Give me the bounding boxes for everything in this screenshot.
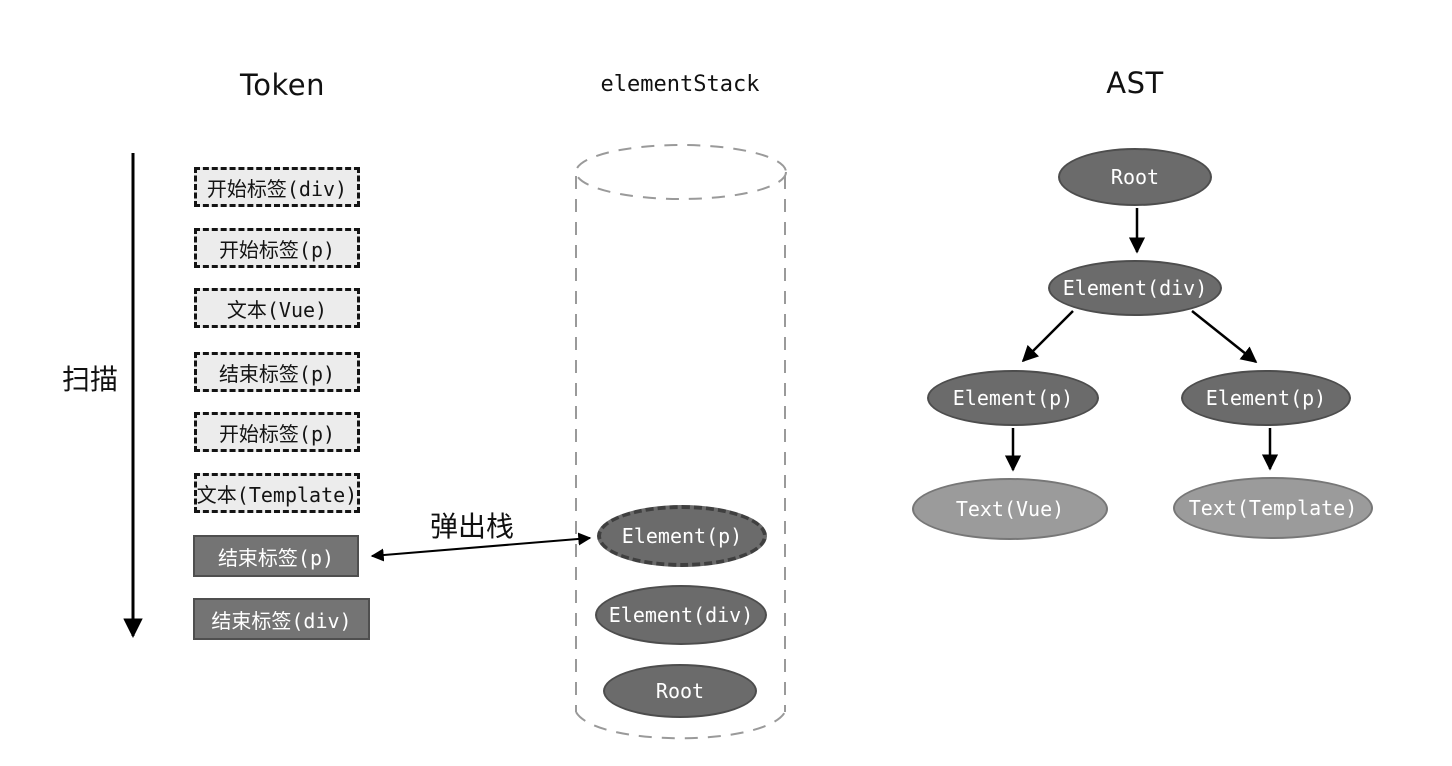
element-stack-cylinder <box>575 144 787 740</box>
pop-stack-arrow <box>370 532 592 562</box>
token-end-tag-p-2: 结束标签(p) <box>193 535 359 577</box>
ast-node-text-template: Text(Template) <box>1173 477 1373 539</box>
stack-node-element-div: Element(div) <box>595 585 767 645</box>
stack-node-element-p: Element(p) <box>597 505 767 567</box>
pop-stack-label: 弹出栈 <box>429 510 514 543</box>
stack-node-root: Root <box>603 664 757 718</box>
ast-column-title: AST <box>1106 66 1164 100</box>
ast-node-root: Root <box>1058 148 1212 206</box>
ast-node-element-div: Element(div) <box>1048 260 1222 316</box>
token-end-tag-div: 结束标签(div) <box>193 598 370 640</box>
edge-div-to-right-p <box>1191 310 1258 364</box>
edge-div-to-left-p <box>1021 310 1074 363</box>
token-start-tag-div: 开始标签(div) <box>194 167 360 207</box>
ast-node-text-vue: Text(Vue) <box>912 478 1108 540</box>
token-text-template: 文本(Template) <box>194 473 360 513</box>
token-start-tag-p-1: 开始标签(p) <box>194 228 360 268</box>
ast-node-element-p-left: Element(p) <box>927 370 1099 426</box>
ast-node-element-p-right: Element(p) <box>1181 370 1351 426</box>
token-start-tag-p-2: 开始标签(p) <box>194 412 360 452</box>
cylinder-top-ellipse <box>575 144 787 200</box>
token-text-vue: 文本(Vue) <box>194 288 360 328</box>
token-end-tag-p-1: 结束标签(p) <box>194 352 360 392</box>
element-stack-column-title: elementStack <box>600 72 760 97</box>
token-column-title: Token <box>239 68 325 102</box>
scan-label: 扫描 <box>61 363 118 396</box>
